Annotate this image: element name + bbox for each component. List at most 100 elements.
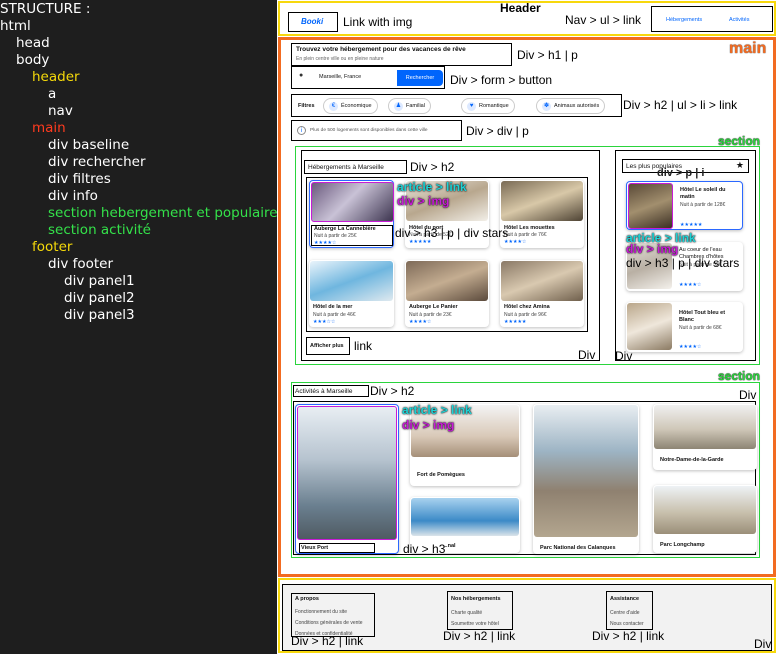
populaires-title: Les plus populaires	[626, 163, 683, 170]
rating-stars: ★★★★☆	[314, 240, 337, 246]
search-box: ● Marseille, France Rechercher	[291, 66, 445, 89]
footer-panel-title: Nos hébergements	[451, 596, 501, 602]
search-input[interactable]: Marseille, France	[319, 74, 362, 80]
footer-panel-label-3: Div > h2 | link	[592, 629, 665, 643]
money-icon: €	[329, 101, 338, 111]
hebergement-card[interactable]: Hôtel de la mer Nuit à partir de 46€ ★★★…	[309, 260, 394, 327]
footer-panel-2: Nos hébergements Charte qualité Soumettr…	[447, 591, 513, 630]
filter-economique[interactable]: €Économique	[323, 98, 378, 114]
hebergement-card[interactable]: Hôtel chez Amina Nuit à partir de 96€ ★★…	[500, 260, 584, 327]
hebergement-price: Nuit à partir de 76€	[504, 232, 547, 238]
populaire-card[interactable]: Au coeur de l'eau Chambres d'hôtes Nuit …	[626, 242, 743, 291]
hebergement-card[interactable]: Hôtel Les mouettes Nuit à partir de 76€ …	[500, 180, 584, 248]
activites-title-box: Activités à Marseille	[293, 385, 369, 397]
hebergement-price: Nuit à partir de 25€	[314, 233, 357, 239]
activite-card[interactable]: Parc Longchamp	[653, 485, 757, 553]
tree-html: html	[0, 18, 31, 34]
section-tag-1: section	[718, 134, 761, 148]
search-button[interactable]: Rechercher	[397, 70, 443, 86]
footer-link[interactable]: Nous contacter	[610, 621, 644, 627]
nav-link-hebergements[interactable]: Hébergements	[666, 17, 703, 23]
tree-section-hebergement: section hebergement et populaire	[48, 205, 278, 221]
logo-box[interactable]: Booki	[288, 12, 338, 32]
activite-image	[654, 405, 756, 449]
tree-nav: nav	[48, 103, 73, 119]
tree-panel3: div panel3	[64, 307, 135, 323]
filters-label: Div > h2 | ul > li > link	[623, 98, 738, 112]
activite-card[interactable]: Vieux Port	[295, 404, 399, 554]
activite-name: Notre-Dame-de-la-Garde	[660, 457, 724, 463]
populaires-title-label: div > p | i	[657, 167, 705, 179]
footer-link[interactable]: Centre d'aide	[610, 610, 640, 616]
logo-label: Link with img	[343, 15, 413, 29]
activites-title-label: Div > h2	[370, 384, 415, 398]
activites-grid-box	[293, 401, 756, 555]
hebergements-div-label: Div	[578, 348, 596, 362]
nav-link-activites[interactable]: Activités	[729, 17, 750, 23]
rating-stars: ★★★★☆	[409, 319, 432, 325]
filter-romantique[interactable]: ♥Romantique	[461, 98, 515, 114]
structure-tree: STRUCTURE : html head body header a nav …	[0, 0, 278, 654]
filter-label: Romantique	[479, 103, 509, 109]
hebergement-price: Nuit à partir de 46€	[313, 312, 356, 318]
hebergement-name: Hôtel chez Amina	[504, 304, 550, 310]
hebergement-name: Hôtel Les mouettes	[504, 225, 555, 231]
tree-footer: footer	[32, 239, 73, 255]
hebergements-title-box: Hébergements à Marseille	[304, 160, 407, 174]
activite-card[interactable]: Fort de Pomègues	[410, 404, 520, 486]
filter-familial[interactable]: ♟Familial	[388, 98, 431, 114]
populaire-price: Nuit à partir de 68€	[679, 325, 722, 331]
activite-title-box	[299, 543, 375, 553]
populaire-price: Nuit à partir de 52€	[679, 262, 722, 268]
rating-stars: ★★★★★	[409, 239, 432, 245]
tree-header: header	[32, 69, 80, 85]
tree-a: a	[48, 86, 57, 102]
activite-article-annotation: article > link	[402, 403, 472, 417]
footer-link[interactable]: Conditions générales de vente	[295, 620, 363, 626]
hebergement-image	[311, 182, 394, 222]
hebergement-name: Hôtel du port	[409, 225, 444, 231]
hebergement-card[interactable]: Auberge La Cannebière Nuit à partir de 2…	[309, 180, 394, 248]
afficher-plus-link[interactable]: Afficher plus	[310, 343, 344, 349]
activite-image	[654, 486, 756, 534]
info-label: Div > div | p	[466, 124, 529, 138]
footer-panel-title: A propos	[295, 596, 319, 602]
activite-image	[411, 405, 519, 457]
section-activites-region	[291, 382, 760, 558]
activite-card[interactable]: ...nal	[410, 497, 520, 553]
hebergement-card[interactable]: Auberge Le Panier Nuit à partir de 23€ ★…	[405, 260, 489, 327]
populaire-card[interactable]: Hôtel Le soleil du matin Nuit à partir d…	[626, 181, 743, 230]
body-annotation: div > h3 | p | div stars	[395, 226, 509, 240]
footer-link[interactable]: Soumettre votre hôtel	[451, 621, 499, 627]
footer-link[interactable]: Charte qualité	[451, 610, 483, 616]
tree-div-footer: div footer	[48, 256, 114, 272]
hebergements-box	[301, 150, 600, 361]
afficher-plus-box[interactable]: Afficher plus	[306, 337, 350, 355]
tree-head: head	[16, 35, 50, 51]
populaire-card[interactable]: Hôtel Tout bleu et Blanc Nuit à partir d…	[626, 302, 743, 352]
hebergement-card[interactable]: Hôtel du port Nuit à partir de 52€ ★★★★★	[405, 180, 489, 248]
hebergement-name: Hôtel de la mer	[313, 304, 353, 310]
footer-link[interactable]: Données et confidentialité	[295, 631, 353, 637]
filter-animaux[interactable]: ✽Animaux autorisés	[536, 98, 606, 114]
hebergement-price: Nuit à partir de 52€	[409, 232, 452, 238]
activite-name: Parc National des Calanques	[540, 545, 616, 551]
rating-stars: ★★★★★	[504, 319, 527, 325]
footer-panel-title: Assistance	[610, 596, 640, 602]
footer-link[interactable]: Fonctionnement du site	[295, 609, 347, 615]
nav-label: Nav > ul > link	[565, 13, 642, 27]
activite-img-annotation: div > img	[402, 418, 455, 432]
tree-filtres: div filtres	[48, 171, 111, 187]
main-region	[278, 37, 776, 577]
footer-panel-label-1: Div > h2 | link	[291, 634, 364, 648]
activite-card[interactable]: Notre-Dame-de-la-Garde	[653, 404, 757, 470]
activite-name: Fort de Pomègues	[417, 472, 465, 478]
tree-title: STRUCTURE :	[0, 1, 91, 17]
filter-label: Animaux autorisés	[554, 103, 600, 109]
filter-label: Économique	[341, 103, 372, 109]
wireframe-canvas: Header Booki Link with img Nav > ul > li…	[277, 0, 777, 654]
hebergement-image	[501, 181, 583, 221]
hebergement-name: Auberge Le Panier	[409, 304, 458, 310]
hebergement-image	[406, 181, 488, 221]
activite-card[interactable]: Parc National des Calanques	[533, 404, 639, 554]
